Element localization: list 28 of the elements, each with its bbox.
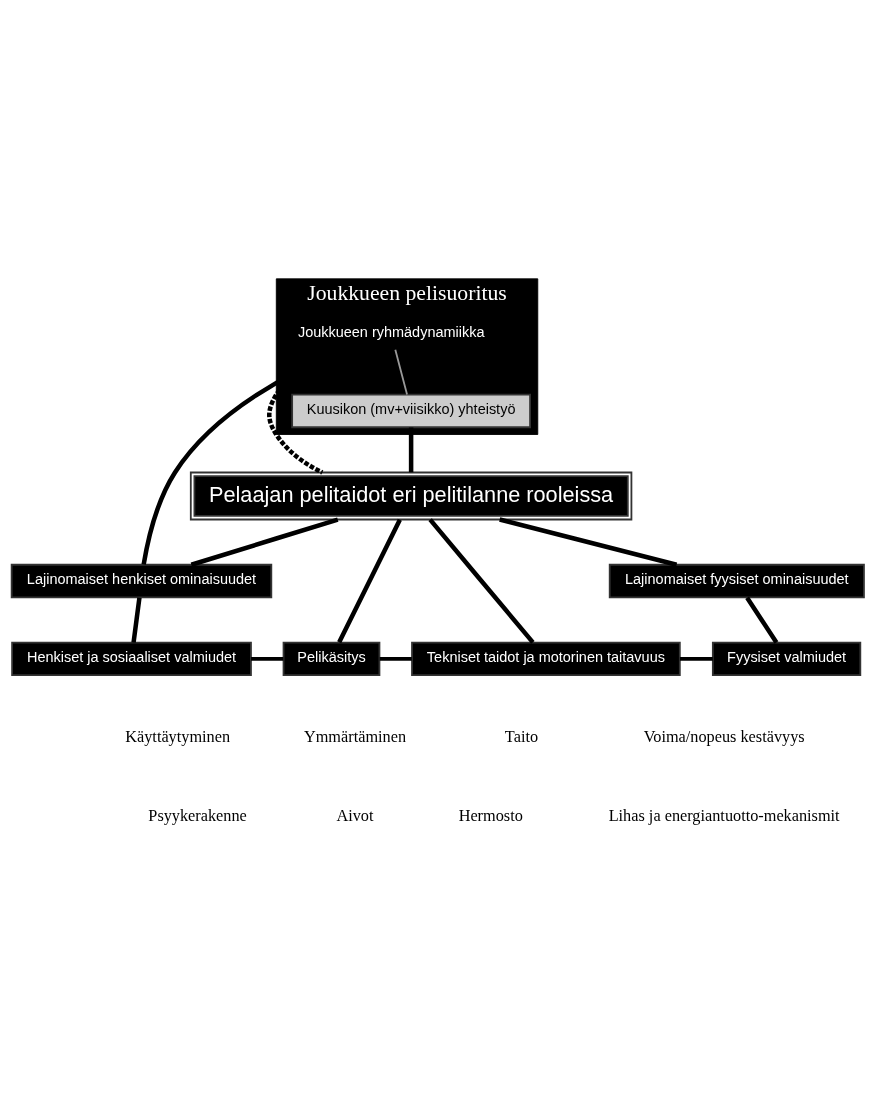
label: Lihas ja energiantuotto-mekanismit (608, 806, 840, 826)
node-box: Kuusikon (mv+viisikko) yhteistyö (291, 393, 531, 429)
node-box: Tekniset taidot ja motorinen taitavuus (411, 641, 681, 677)
node-box: Lajinomaiset fyysiset ominaisuudet (608, 563, 865, 599)
node-box: Henkiset ja sosiaaliset valmiudet (11, 641, 252, 677)
connector (379, 657, 412, 661)
node-box: Lajinomaiset henkiset ominaisuudet (10, 563, 273, 599)
connector (251, 657, 284, 661)
connector (337, 518, 402, 644)
connector (745, 596, 779, 644)
label: Voima/nopeus kestävyys (643, 726, 805, 746)
node-box: Pelikäsitys (282, 641, 381, 677)
connector (428, 518, 535, 644)
connector (131, 597, 142, 643)
connector (190, 517, 339, 567)
connector (499, 517, 678, 567)
node-text: Joukkueen ryhmädynamiikka (297, 323, 485, 340)
label: Aivot (336, 806, 374, 826)
label: Psyykerakenne (148, 806, 247, 826)
connector (679, 657, 713, 661)
label: Ymmärtäminen (303, 726, 407, 746)
node-box: Fyysiset valmiudet (711, 641, 862, 677)
connector (408, 427, 414, 473)
label: Käyttäytyminen (125, 726, 231, 746)
connector (394, 348, 408, 396)
label: Hermosto (458, 806, 523, 826)
node-box: Pelaajan pelitaidot eri pelitilanne rooleissa (189, 471, 633, 521)
label: Taito (504, 726, 539, 746)
